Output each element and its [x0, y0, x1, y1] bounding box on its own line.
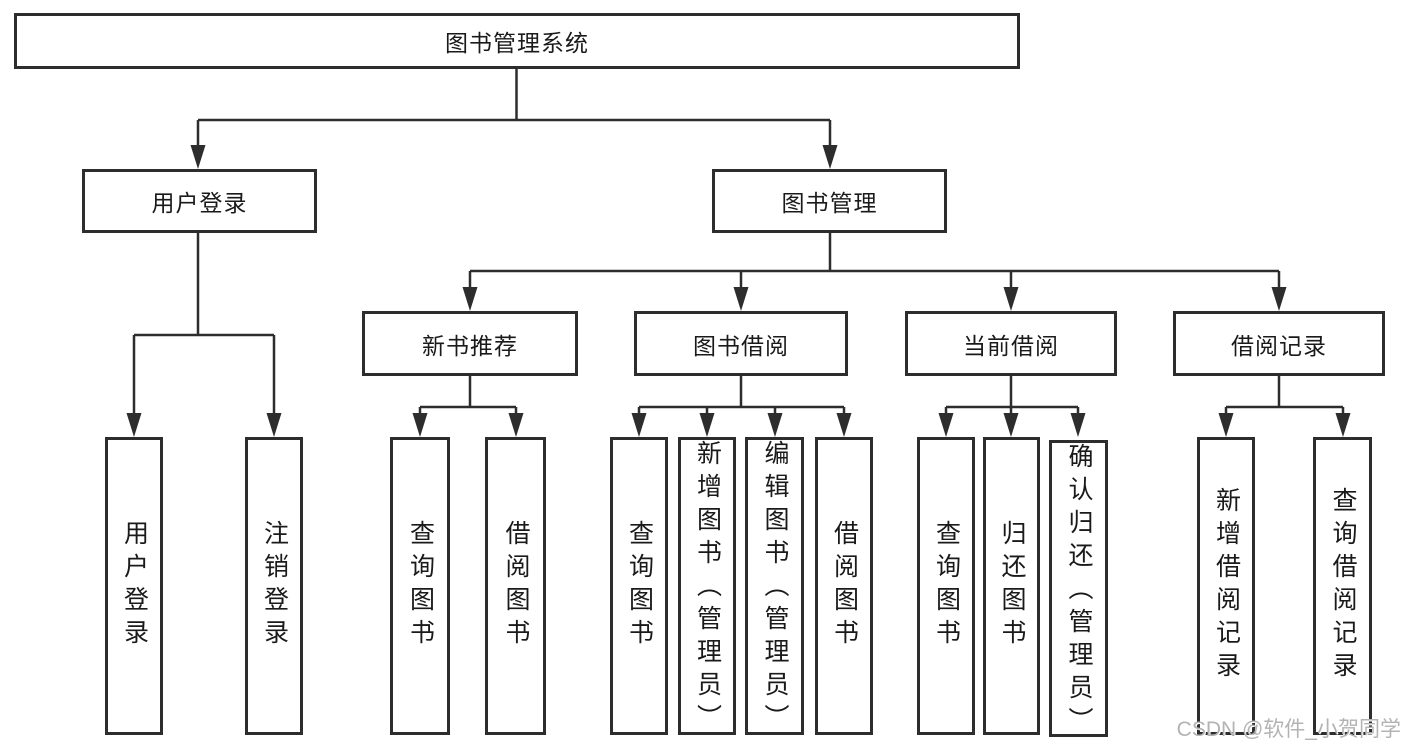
arrow-icon [631, 413, 647, 437]
arrow-icon [1218, 413, 1234, 437]
node-label: 确认归还（管理员） [1065, 443, 1093, 740]
node-library-management-system: 图书管理系统 [14, 13, 1020, 69]
leaf-confirm-return-admin: 确认归还（管理员） [1049, 440, 1108, 740]
arrowheads [126, 145, 1351, 437]
arrow-icon [767, 413, 783, 437]
leaf-query-borrow-record: 查询借阅记录 [1313, 437, 1372, 735]
node-label: 查询借阅记录 [1329, 487, 1357, 685]
arrow-icon [1070, 413, 1086, 437]
node-label: 用户登录 [120, 520, 149, 652]
leaf-return-books: 归还图书 [983, 437, 1040, 735]
arrow-icon [836, 413, 852, 437]
node-borrow-records: 借阅记录 [1173, 311, 1385, 376]
arrow-icon [412, 413, 428, 437]
node-label: 借阅图书 [502, 520, 530, 652]
node-label: 归还图书 [998, 520, 1026, 652]
node-label: 新增图书（管理员） [693, 440, 722, 737]
node-label: 借阅记录 [1231, 332, 1327, 359]
node-label: 新增借阅记录 [1212, 487, 1241, 685]
node-label: 用户登录 [151, 190, 248, 216]
tree-edges [132, 69, 1345, 417]
leaf-query-books-borrow: 查询图书 [610, 437, 668, 735]
node-book-borrow: 图书借阅 [634, 311, 848, 376]
leaf-edit-books-admin: 编辑图书（管理员） [745, 437, 804, 737]
arrow-icon [266, 413, 282, 437]
leaf-borrow-books-recommend: 借阅图书 [485, 437, 546, 735]
arrow-icon [462, 287, 478, 311]
leaf-query-books-current: 查询图书 [917, 437, 975, 735]
arrow-icon [822, 145, 838, 169]
arrow-icon [733, 287, 749, 311]
node-label: 查询图书 [932, 520, 961, 652]
node-label: 图书管理 [781, 190, 878, 216]
arrow-icon [190, 145, 206, 169]
arrow-icon [1271, 287, 1287, 311]
node-user-login: 用户登录 [82, 169, 317, 233]
leaf-logout: 注销登录 [245, 437, 303, 735]
node-label: 图书管理系统 [445, 30, 589, 56]
leaf-add-books-admin: 新增图书（管理员） [678, 437, 736, 737]
node-label: 图书借阅 [693, 332, 789, 359]
leaf-user-login: 用户登录 [105, 437, 163, 735]
node-label: 编辑图书（管理员） [761, 440, 789, 737]
arrow-icon [699, 413, 715, 437]
arrow-icon [1335, 413, 1351, 437]
node-new-book-recommend: 新书推荐 [362, 311, 578, 376]
arrow-icon [126, 413, 142, 437]
leaf-query-books-recommend: 查询图书 [390, 437, 450, 735]
arrow-icon [508, 413, 524, 437]
node-label: 新书推荐 [422, 332, 518, 359]
csdn-watermark: CSDN @软件_小贺同学 [1176, 718, 1401, 741]
node-book-management: 图书管理 [712, 169, 947, 233]
leaf-borrow-books: 借阅图书 [815, 437, 873, 735]
arrow-icon [1003, 413, 1019, 437]
node-label: 查询图书 [406, 520, 435, 652]
node-label: 查询图书 [625, 520, 654, 652]
arrow-icon [938, 413, 954, 437]
node-current-borrow: 当前借阅 [905, 311, 1117, 376]
node-label: 当前借阅 [963, 332, 1059, 359]
node-label: 借阅图书 [830, 520, 859, 652]
leaf-add-borrow-record: 新增借阅记录 [1197, 437, 1255, 735]
arrow-icon [1003, 287, 1019, 311]
node-label: 注销登录 [260, 520, 289, 652]
